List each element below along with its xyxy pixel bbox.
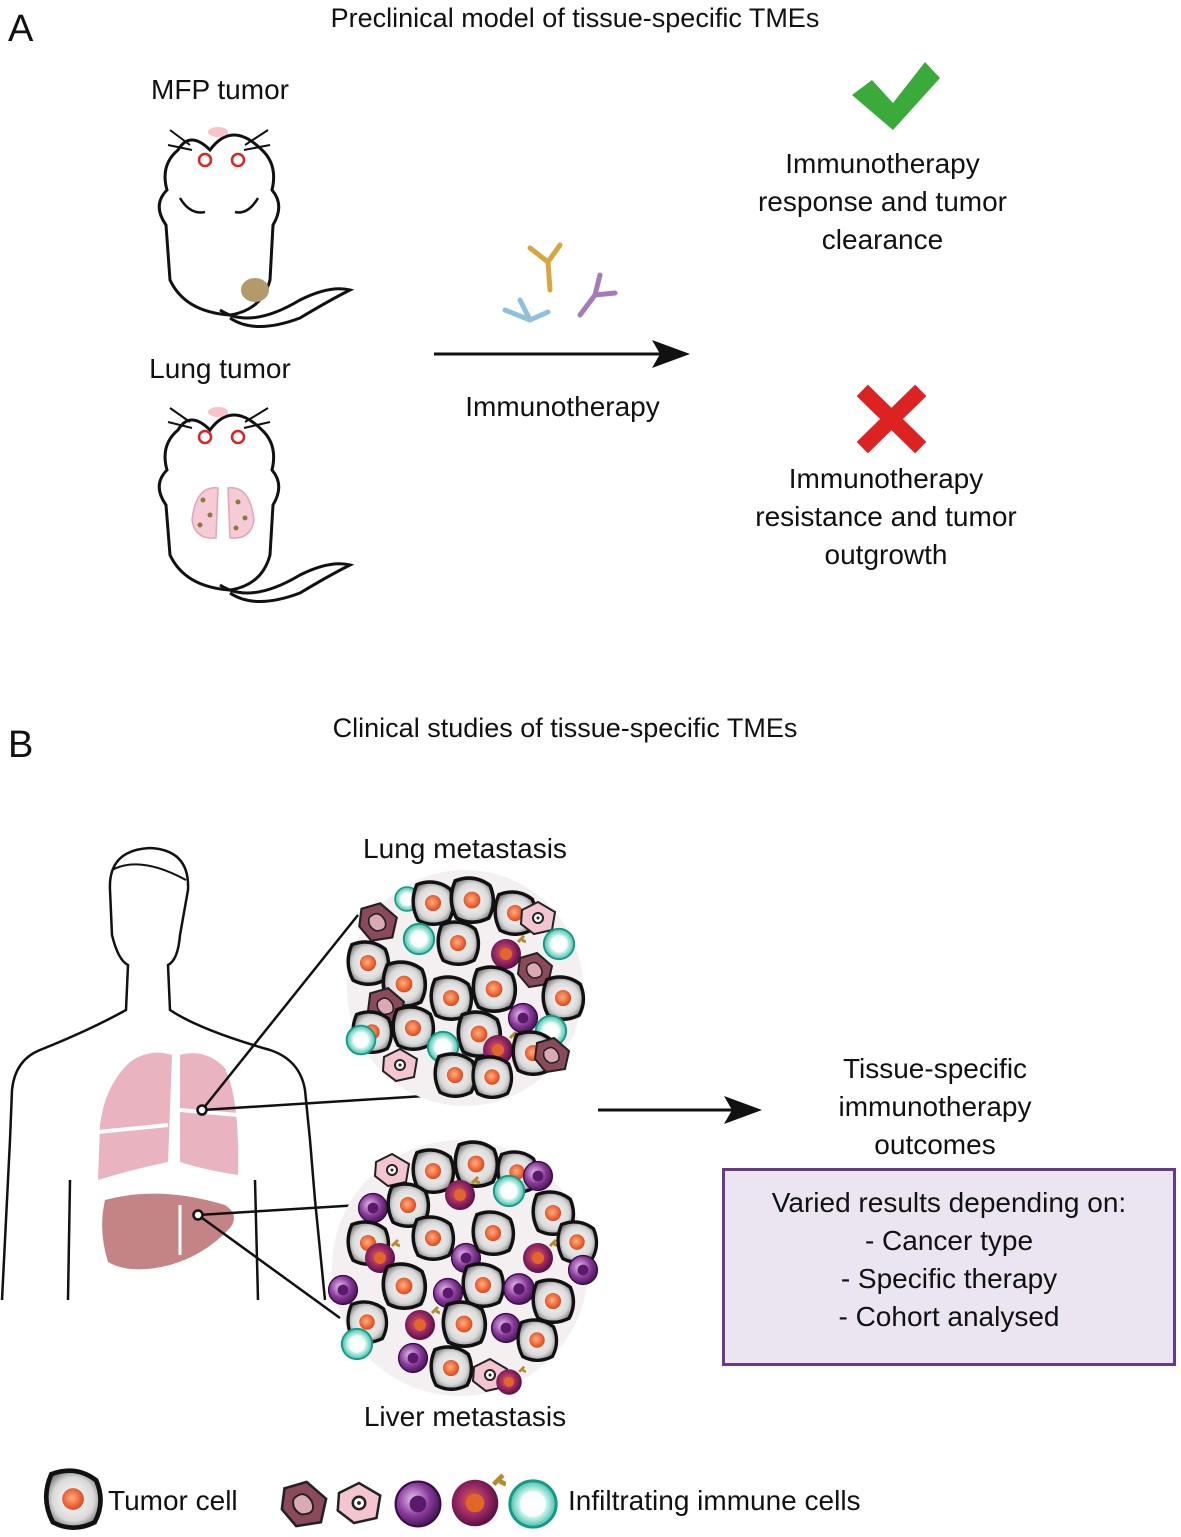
immunotherapy-arrow: [434, 340, 690, 368]
resistance-line: resistance and tumor: [755, 501, 1017, 532]
response-line: clearance: [821, 224, 944, 255]
human-lungs-icon: [97, 1052, 239, 1180]
response-line: Immunotherapy: [785, 148, 980, 179]
factors-text: Varied results depending on: - Cancer ty…: [722, 1184, 1176, 1336]
outcome-text: Tissue-specific immunotherapy outcomes: [800, 1050, 1070, 1164]
liver-metastasis-cluster: [327, 1140, 599, 1397]
legend-immune-cells-label: Infiltrating immune cells: [568, 1485, 861, 1516]
panel-b-title: Clinical studies of tissue-specific TMEs: [332, 713, 798, 743]
immunotherapy-label: Immunotherapy: [465, 391, 660, 422]
outcome-line: Tissue-specific: [842, 1053, 1028, 1084]
resistance-line: outgrowth: [824, 539, 948, 570]
response-line: response and tumor: [757, 186, 1008, 217]
lung-metastasis-cluster: [345, 870, 586, 1106]
factors-line: - Cohort analysed: [838, 1301, 1060, 1332]
mfp-mouse-icon: [157, 127, 355, 328]
factors-box: [722, 1168, 1176, 1366]
legend-tumor-cell-label: Tumor cell: [108, 1485, 238, 1516]
factors-line: Varied results depending on:: [771, 1187, 1127, 1218]
mouse-lungs-icon: [191, 487, 255, 539]
liver-metastasis-label: Liver metastasis: [363, 1401, 567, 1432]
panel-a-title: Preclinical model of tissue-specific TME…: [330, 3, 820, 33]
metastasis-connectors: [192, 914, 441, 1320]
factors-line: - Cancer type: [864, 1225, 1034, 1256]
human-liver-icon: [102, 1193, 234, 1270]
legend-tumor-cell-icon: [46, 1471, 100, 1528]
factors-line: - Specific therapy: [840, 1263, 1058, 1294]
legend-immune-cells-icons: [280, 1475, 558, 1529]
outcome-line: outcomes: [874, 1129, 996, 1160]
cross-icon: [856, 384, 927, 454]
mfp-tumor-icon: [241, 278, 269, 302]
lung-metastasis-label: Lung metastasis: [363, 833, 567, 864]
human-body-icon: [0, 846, 327, 1301]
check-icon: [852, 62, 940, 130]
panel-b-letter: B: [8, 724, 34, 766]
outcome-arrow: [598, 1096, 762, 1124]
mfp-tumor-label: MFP tumor: [151, 74, 289, 105]
outcome-line: immunotherapy: [838, 1091, 1032, 1122]
lung-mouse-icon: [157, 407, 355, 603]
antibody-icons: [502, 242, 618, 323]
panel-a-letter: A: [8, 8, 34, 50]
lung-tumor-label: Lung tumor: [149, 353, 291, 384]
response-outcome-text: Immunotherapy response and tumor clearan…: [730, 145, 1035, 259]
resistance-outcome-text: Immunotherapy resistance and tumor outgr…: [730, 460, 1042, 574]
resistance-line: Immunotherapy: [788, 463, 984, 494]
